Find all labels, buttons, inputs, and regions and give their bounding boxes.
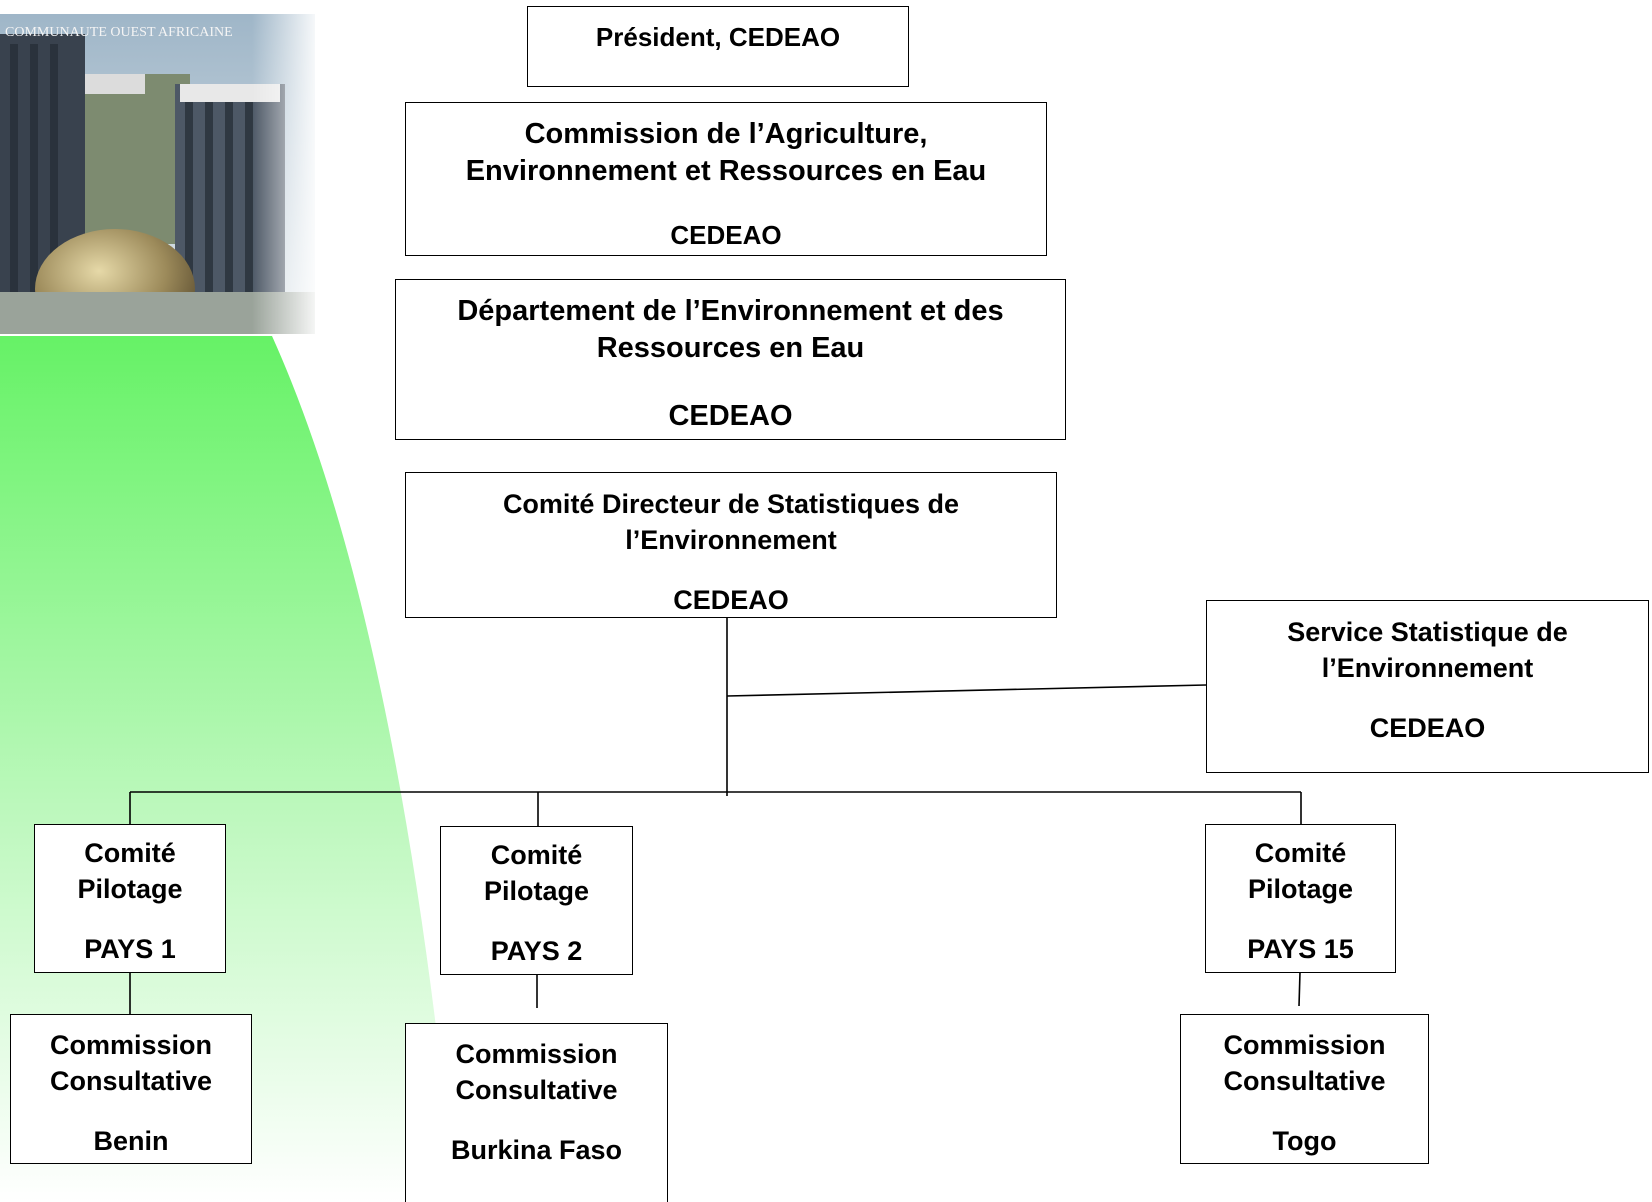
node-subtitle: PAYS 15 (1247, 934, 1354, 964)
building-photo-icon: COMMUNAUTE OUEST AFRICAINE (0, 14, 315, 334)
node-subtitle: CEDEAO (1369, 713, 1486, 743)
node-service-statistique: Service Statistique de l’Environnement C… (1206, 600, 1649, 773)
node-title: Commission de l’Agriculture, Environneme… (465, 118, 987, 187)
node-subtitle: Togo (1272, 1126, 1337, 1156)
node-subtitle: Benin (93, 1126, 169, 1156)
node-consultative-togo: Commission Consultative Togo (1180, 1014, 1429, 1164)
node-president: Président, CEDEAO (527, 6, 909, 87)
node-consultative-burkina-faso: Commission Consultative Burkina Faso (405, 1023, 668, 1202)
node-title: Président, CEDEAO (595, 22, 841, 52)
node-title: Commission Consultative (455, 1039, 618, 1105)
node-subtitle: PAYS 1 (84, 934, 176, 964)
link-service-stat (726, 684, 1207, 697)
node-subtitle: PAYS 2 (490, 936, 583, 966)
node-title: Département de l’Environnement et des Re… (457, 295, 1004, 364)
node-consultative-benin: Commission Consultative Benin (10, 1014, 252, 1164)
node-departement-environnement: Département de l’Environnement et des Re… (395, 279, 1066, 440)
node-title: Comité Pilotage (77, 838, 183, 904)
link-consult-togo (1298, 971, 1301, 1007)
node-subtitle: Burkina Faso (450, 1135, 623, 1165)
node-pilotage-pays-2: Comité Pilotage PAYS 2 (440, 826, 633, 975)
node-pilotage-pays-15: Comité Pilotage PAYS 15 (1205, 824, 1396, 973)
node-commission-agriculture: Commission de l’Agriculture, Environneme… (405, 102, 1047, 256)
node-title: Service Statistique de l’Environnement (1287, 617, 1568, 683)
node-comite-directeur: Comité Directeur de Statistiques de l’En… (405, 472, 1057, 618)
node-title: Comité Pilotage (483, 840, 590, 906)
node-subtitle: CEDEAO (670, 220, 782, 250)
node-subtitle: CEDEAO (673, 585, 789, 615)
node-title: Commission Consultative (1223, 1030, 1386, 1096)
photo-caption: COMMUNAUTE OUEST AFRICAINE (5, 25, 233, 40)
node-title: Commission Consultative (49, 1030, 213, 1096)
node-subtitle: CEDEAO (668, 400, 793, 432)
node-title: Comité Pilotage (1247, 838, 1354, 904)
node-title: Comité Directeur de Statistiques de l’En… (502, 489, 960, 555)
node-pilotage-pays-1: Comité Pilotage PAYS 1 (34, 824, 226, 973)
